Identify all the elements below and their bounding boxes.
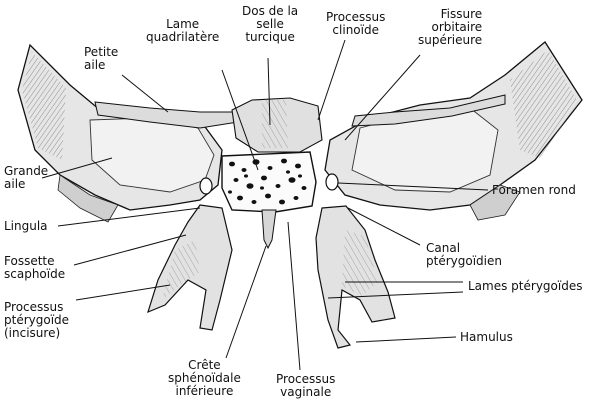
sinus-opening <box>228 190 232 194</box>
leader-hamulus <box>355 336 457 343</box>
label-lames-pterygoides: Lames ptérygoïdes <box>468 279 583 293</box>
label-processus-vaginale: Processus vaginale <box>276 372 336 399</box>
label-processus-pterygoide: Processus ptérygoïde (incisure) <box>4 300 70 340</box>
sinus-opening <box>244 174 248 178</box>
leader-dos-selle <box>267 57 271 126</box>
sinus-opening <box>286 170 290 174</box>
sphenoid-body <box>221 151 317 213</box>
left-wing-hatching <box>22 52 66 160</box>
sinus-openings <box>228 158 307 205</box>
leader-petite-aile <box>121 74 169 113</box>
leader-canal-pterygoidien <box>347 207 421 246</box>
right-wing-border <box>469 184 521 221</box>
leader-fissure-orbitaire <box>344 54 421 141</box>
leader-processus-pterygoide <box>75 284 171 301</box>
sinus-opening <box>261 175 267 181</box>
sinus-opening <box>275 184 281 188</box>
label-fissure-orbitaire: Fissure orbitaire supérieure <box>418 7 483 47</box>
sinus-opening <box>241 168 247 172</box>
label-canal-pterygoidien: Canal ptérygoïdien <box>426 241 502 268</box>
leader-processus-vaginale <box>287 221 301 371</box>
leader-lame-quadrilatere <box>221 69 259 171</box>
leader-processus-clinoide <box>317 39 346 121</box>
label-foramen-rond: Foramen rond <box>492 183 576 197</box>
sinus-opening <box>251 200 257 204</box>
sinus-opening <box>279 199 285 205</box>
sinus-opening <box>233 178 239 182</box>
label-fossette-scaphoide: Fossette scaphoïde <box>4 254 66 281</box>
sinus-opening <box>298 174 302 178</box>
sinus-opening <box>260 186 264 190</box>
left-foramen-rotundum <box>199 177 213 195</box>
label-grande-aile: Grande aile <box>4 164 49 191</box>
sinus-opening <box>288 177 296 183</box>
leader-fossette-scaphoide <box>73 234 187 266</box>
label-petite-aile: Petite aile <box>84 45 119 72</box>
sinus-opening <box>265 193 271 199</box>
label-processus-clinoide: Processus clinoïde <box>326 10 386 37</box>
sphenoid-rostrum <box>261 209 277 250</box>
sinus-opening <box>293 196 299 200</box>
left-pterygoid-shadow <box>162 240 200 300</box>
right-wing-hatching <box>510 50 578 158</box>
right-lesser-wing <box>351 94 506 127</box>
label-lame-quadrilatere: Lame quadrilatère <box>146 17 220 44</box>
sinus-opening <box>246 183 254 189</box>
sinus-opening <box>229 161 235 167</box>
right-foramen-rotundum <box>325 173 339 191</box>
label-crete-sphenoidale: Crête sphénoïdale inférieure <box>168 358 241 398</box>
leader-grande-aile <box>41 157 113 179</box>
sinus-opening <box>237 195 243 201</box>
sinus-opening <box>267 166 273 170</box>
leader-lines <box>41 39 489 371</box>
left-wing-border <box>57 174 119 223</box>
sinus-opening <box>301 186 307 190</box>
sinus-opening <box>281 158 287 164</box>
sinus-opening <box>295 163 301 169</box>
label-dos-selle: Dos de la selle turcique <box>242 4 299 44</box>
leader-lames-pterygoides-lower <box>327 291 464 299</box>
label-hamulus: Hamulus <box>460 330 513 344</box>
right-pterygoid-shadow <box>342 230 378 296</box>
leader-crete-sphenoidale <box>225 245 267 359</box>
leader-foramen-rond <box>337 182 489 191</box>
dorsum-sellae-hatching <box>262 100 288 148</box>
leader-lingula <box>57 207 201 227</box>
label-lingula: Lingula <box>4 219 48 233</box>
